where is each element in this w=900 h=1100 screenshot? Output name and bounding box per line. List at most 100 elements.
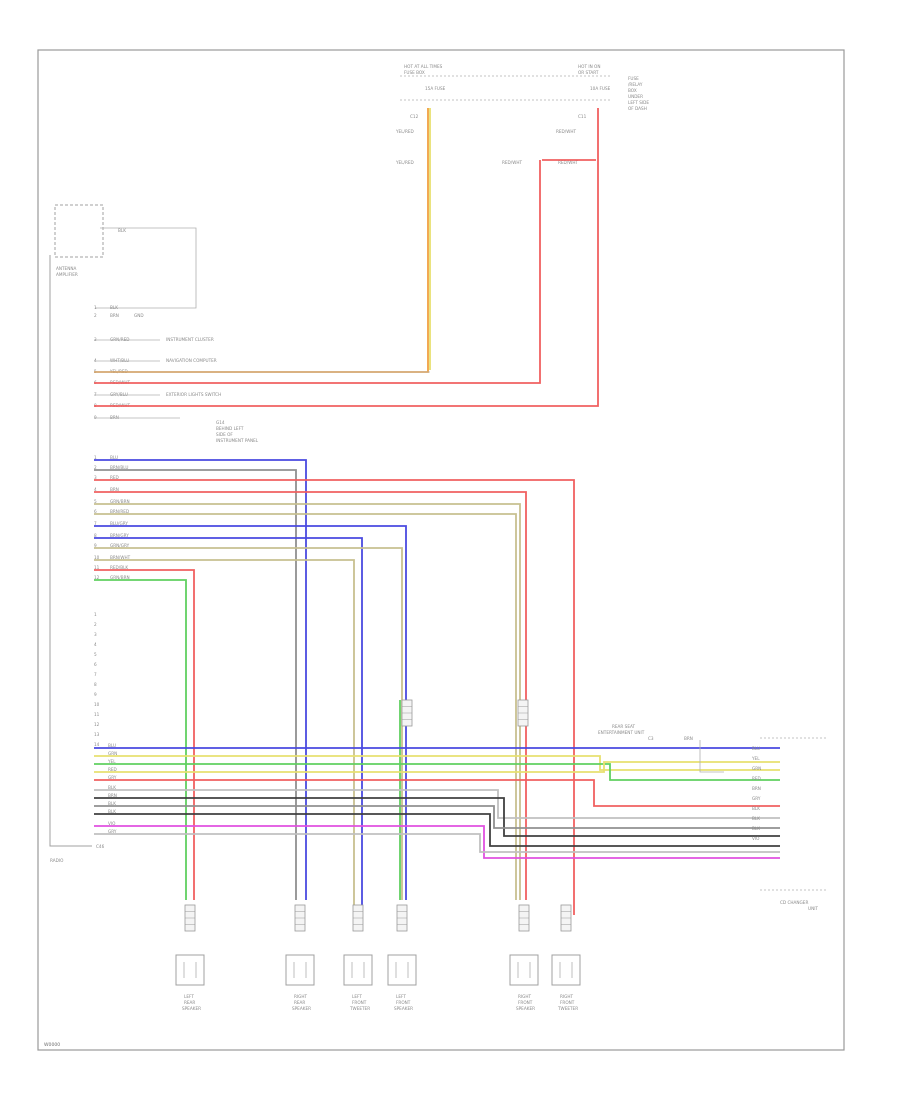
wire-speaker-brn-gry — [94, 547, 403, 900]
cd-right-wire-label: GRN — [752, 766, 761, 771]
speaker-pin-wire: BRN/WHT — [110, 555, 131, 560]
unused-pin-number: 1 — [94, 612, 97, 617]
speaker-label-line3: SPEAKER — [182, 1006, 201, 1011]
speaker-pin-wire: BRN/RED — [110, 509, 129, 514]
wire-speaker-red-b — [94, 491, 527, 900]
top-right-note-line: OF DASH — [628, 106, 647, 111]
antenna-label2: AMPLIFIER — [56, 272, 78, 277]
top-left-pin: C12 — [410, 114, 419, 119]
pin-number: 4 — [94, 358, 97, 363]
speaker-pin-wire: GRN/BRN — [110, 575, 130, 580]
pin-wire-label: BLK — [110, 305, 118, 310]
antenna-cable — [95, 227, 197, 309]
pin-number: 9 — [94, 415, 97, 420]
wire-speaker-blu-gry — [94, 525, 407, 900]
wire-cd-blk — [94, 797, 780, 837]
speakers-layer: LEFTREARSPEAKERRIGHTREARSPEAKERLEFTFRONT… — [175, 954, 581, 1011]
speaker-pin-wire: RED/BLK — [110, 565, 128, 570]
speaker-label-line3: TWEETER — [349, 1006, 370, 1011]
cd-right-wire-label: RED — [752, 776, 761, 781]
speaker-cone — [559, 962, 573, 978]
radio-label: RADIO — [50, 858, 64, 863]
speaker-label-line2: REAR — [294, 1000, 305, 1005]
unused-pin-number: 10 — [94, 702, 100, 707]
wire-cd-vio — [94, 825, 780, 859]
top-right-note-line: BOX — [628, 88, 637, 93]
amp-wire-label: BRN — [684, 736, 693, 741]
top-right-note-line: LEFT SIDE — [628, 100, 649, 105]
cd-right-wire-label: YEL — [751, 756, 760, 761]
antenna-label1: ANTENNA — [56, 266, 76, 271]
top-right-connector-line2: OR START — [578, 70, 599, 75]
speaker-pin-wire: GRN/BRN — [110, 499, 130, 504]
cd-right-wire-label: BLK — [752, 806, 760, 811]
speaker-cone — [183, 962, 197, 978]
speaker-pin-number: 9 — [94, 543, 97, 548]
speaker-pin-wire: BRN/BLU — [110, 465, 128, 470]
cd-left-wire-label: RED — [108, 767, 117, 772]
cd-right-wire-label: BRN — [752, 786, 761, 791]
wire-cd-red — [94, 779, 780, 807]
unused-pin-number: 6 — [94, 662, 97, 667]
antenna-wire-label: BLK — [118, 228, 126, 233]
speaker-label-line1: RIGHT — [560, 994, 574, 999]
wire-red-wht-feed-a — [94, 108, 599, 407]
cd-left-wire-label: BLK — [108, 801, 116, 806]
speaker-label-line1: LEFT — [184, 994, 194, 999]
speaker-pin-wire: GRN/GRY — [110, 543, 130, 548]
fuse-right-label: 10A FUSE — [590, 86, 611, 91]
speaker-body — [387, 954, 417, 986]
pin-wire-label: GRY/BLU — [110, 392, 128, 397]
pin-wire-label: GRN/RED — [110, 337, 129, 342]
cd-left-wire-label: VIO — [108, 821, 116, 826]
speaker-cone — [517, 962, 531, 978]
speaker-pin-number: 11 — [94, 565, 100, 570]
speaker-label-line1: RIGHT — [518, 994, 532, 999]
footer-code: W0000 — [44, 1042, 60, 1048]
speaker-pin-number: 1 — [94, 455, 97, 460]
cd-changer-title1: CD CHANGER — [780, 900, 808, 905]
top-right-note-line: UNDER — [628, 94, 643, 99]
speaker-label-line1: RIGHT — [294, 994, 308, 999]
pin-wire-label: WHT/BLU — [110, 358, 129, 363]
unused-pin-number: 4 — [94, 642, 97, 647]
wire-top-right-label: RED/WHT — [556, 129, 576, 134]
speaker-label-line2: FRONT — [560, 1000, 575, 1005]
cd-right-wire-label: BLK — [752, 826, 760, 831]
cd-right-wire-label: VIO — [752, 836, 760, 841]
wire-yel-red-feed — [94, 108, 429, 373]
unused-pin-number: 2 — [94, 622, 97, 627]
cd-left-wire-label: GRN — [108, 751, 117, 756]
cd-left-wire-label: GRY — [108, 775, 117, 780]
wire-amp-brn — [699, 740, 724, 773]
wire-red-wht-feed-b — [94, 160, 541, 384]
cd-left-wire-label: GRY — [108, 829, 117, 834]
speaker-pin-number: 3 — [94, 475, 97, 480]
speaker-label-line1: LEFT — [352, 994, 362, 999]
speaker-body — [343, 954, 373, 986]
speaker-cone — [351, 962, 365, 978]
speaker-body — [285, 954, 315, 986]
speaker-pin-wire: BRN/GRY — [110, 533, 129, 538]
wire-cd-grn — [94, 763, 780, 781]
top-left-connector-line1: HOT AT ALL TIMES — [404, 64, 443, 69]
cd-right-wire-label: BLU — [752, 746, 760, 751]
amp-label1: REAR SEAT — [612, 724, 636, 729]
pin-wire-label: BRN — [110, 313, 119, 318]
unused-pin-number: 5 — [94, 652, 97, 657]
pin-number: 1 — [94, 305, 97, 310]
speaker-label-line3: SPEAKER — [394, 1006, 413, 1011]
wire-cd-yel — [94, 755, 780, 771]
unused-pin-number: 11 — [94, 712, 100, 717]
radio-frame — [49, 255, 92, 847]
ground-note-line: BEHIND LEFT — [216, 426, 244, 431]
speaker-pin-wire: RED — [110, 475, 119, 480]
speaker-pin-number: 7 — [94, 521, 97, 526]
ground-note-line: SIDE OF — [216, 432, 233, 437]
top-right-note: FUSE /RELAY BOX UNDER LEFT SIDE OF DASH — [628, 76, 649, 111]
speaker-pin-number: 5 — [94, 499, 97, 504]
pin-number: 7 — [94, 392, 97, 397]
